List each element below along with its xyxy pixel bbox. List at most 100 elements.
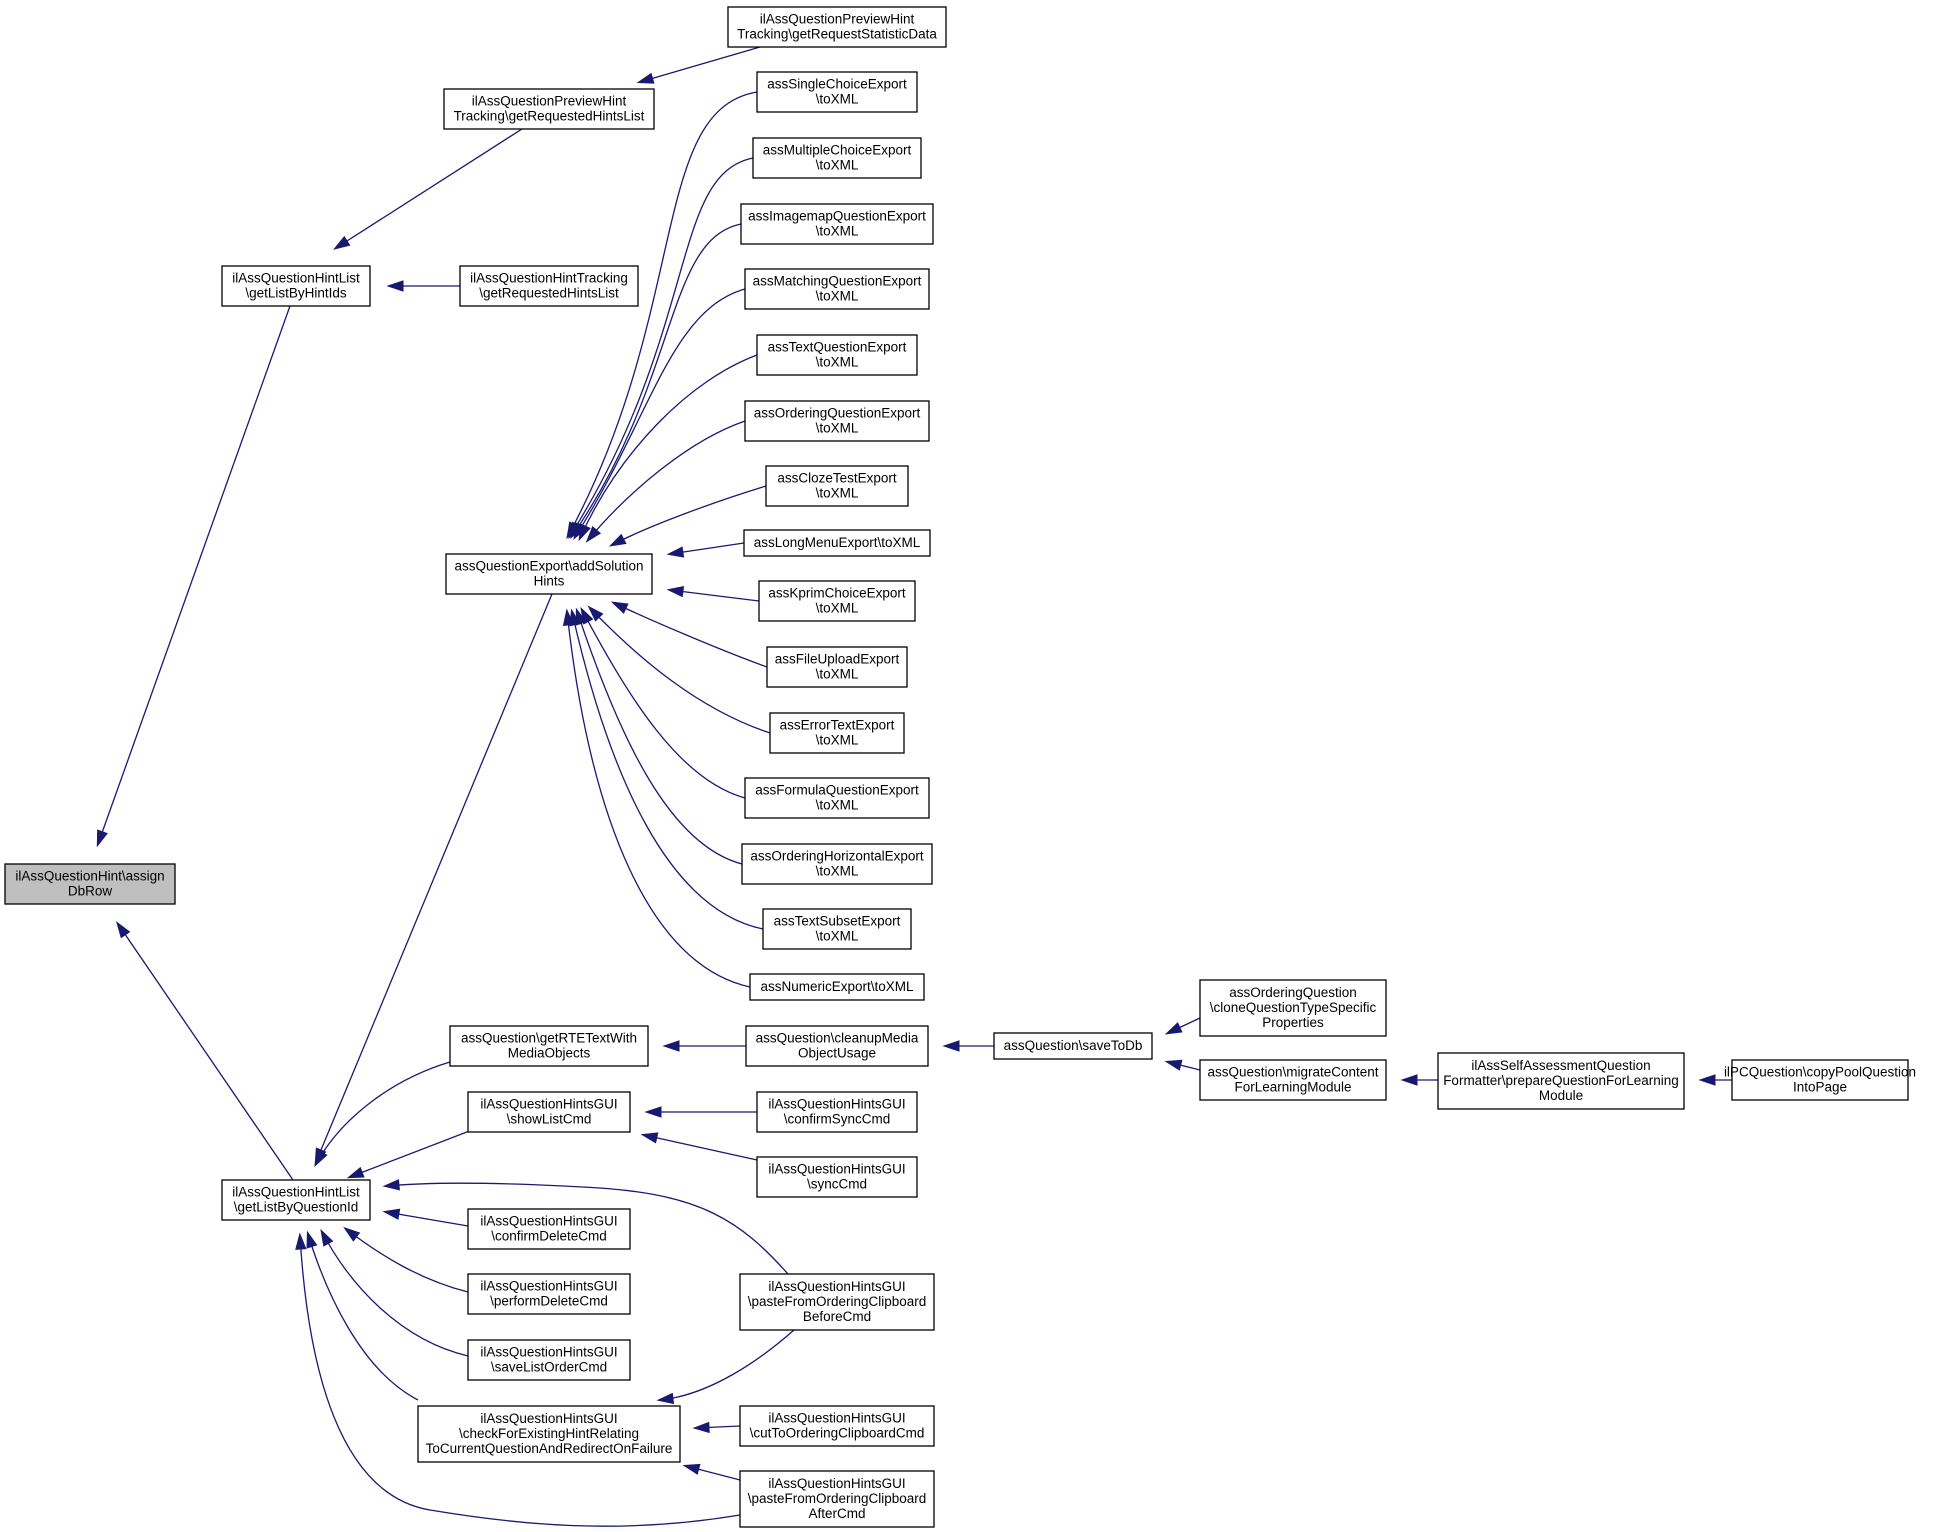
edge-line (611, 485, 767, 546)
edge-line (581, 609, 746, 799)
node-pht-requested[interactable]: ilAssQuestionPreviewHintTracking\getRequ… (443, 88, 655, 130)
node-box (744, 777, 930, 819)
node-ht-requested[interactable]: ilAssQuestionHintTracking\getRequestedHi… (459, 265, 639, 307)
edge-pcq_copy-to-saqf_prepare (1698, 1074, 1732, 1086)
node-hl-byhint[interactable]: ilAssQuestionHintList\getListByHintIds (221, 265, 371, 307)
node-pht-stat[interactable]: ilAssQuestionPreviewHintTracking\getRequ… (727, 6, 947, 48)
node-label-line: \toXML (816, 421, 859, 436)
node-gui-confirmdelete[interactable]: ilAssQuestionHintsGUI\confirmDeleteCmd (467, 1208, 631, 1250)
edge-gui_check-to-hl_byquestion (306, 1230, 419, 1401)
node-box (1199, 1059, 1387, 1101)
node-box (766, 646, 908, 688)
node-label-line: assTextQuestionExport (768, 340, 907, 355)
node-gui-sync[interactable]: ilAssQuestionHintsGUI\syncCmd (756, 1156, 918, 1198)
node-exp-matching[interactable]: assMatchingQuestionExport\toXML (744, 268, 930, 310)
node-label-line: \toXML (816, 355, 859, 370)
node-exp-text[interactable]: assTextQuestionExport\toXML (756, 334, 918, 376)
node-gui-check[interactable]: ilAssQuestionHintsGUI\checkForExistingHi… (417, 1405, 681, 1463)
node-label-line: ilAssQuestionPreviewHint (472, 94, 627, 109)
node-label-line: ilAssSelfAssessmentQuestion (1471, 1058, 1650, 1073)
node-label-line: ilAssQuestionHintsGUI (480, 1345, 617, 1360)
node-label-line: \toXML (816, 667, 859, 682)
node-box (744, 268, 930, 310)
edge-exp_numeric-to-qe_addsol (562, 608, 751, 988)
node-label-line: assQuestion\getRTETextWith (461, 1031, 637, 1046)
node-gui-showlist[interactable]: ilAssQuestionHintsGUI\showListCmd (467, 1091, 631, 1133)
node-label-line: ilAssQuestionHintsGUI (480, 1411, 617, 1426)
node-box (1437, 1052, 1685, 1110)
node-aoq-clone[interactable]: assOrderingQuestion\cloneQuestionTypeSpe… (1199, 979, 1387, 1037)
edge-line (574, 288, 746, 538)
node-box (739, 1470, 935, 1528)
node-gui-cut[interactable]: ilAssQuestionHintsGUI\cutToOrderingClipb… (739, 1405, 935, 1447)
node-exp-multi[interactable]: assMultipleChoiceExport\toXML (752, 137, 922, 179)
node-aq-savetodb[interactable]: assQuestion\saveToDb (993, 1032, 1153, 1060)
node-saqf-prepare[interactable]: ilAssSelfAssessmentQuestionFormatter\pre… (1437, 1052, 1685, 1110)
node-exp-cloze[interactable]: assClozeTestExport\toXML (765, 465, 909, 507)
node-gui-saveorder[interactable]: ilAssQuestionHintsGUI\saveListOrderCmd (467, 1339, 631, 1381)
node-label-line: assQuestion\cleanupMedia (756, 1031, 919, 1046)
node-exp-imagemap[interactable]: assImagemapQuestionExport\toXML (740, 203, 934, 245)
node-label-line: ilAssQuestionHintsGUI (480, 1214, 617, 1229)
node-label-line: assFormulaQuestionExport (755, 783, 919, 798)
edge-aoq_clone-to-aq_savetodb (1164, 1017, 1201, 1035)
node-box (1199, 979, 1387, 1037)
node-exp-errortext[interactable]: assErrorTextExport\toXML (769, 712, 905, 754)
edge-line (669, 589, 760, 602)
node-exp-fileupload[interactable]: assFileUploadExport\toXML (766, 646, 908, 688)
node-gui-pasteafter[interactable]: ilAssQuestionHintsGUI\pasteFromOrderingC… (739, 1470, 935, 1528)
arrowhead (578, 523, 591, 542)
node-aq-migrate[interactable]: assQuestion\migrateContentForLearningMod… (1199, 1059, 1387, 1101)
node-exp-kprim[interactable]: assKprimChoiceExport\toXML (758, 580, 916, 622)
arrowhead (320, 1228, 334, 1247)
edge-line (589, 607, 771, 734)
arrowhead (306, 1230, 318, 1249)
arrowhead (115, 921, 131, 939)
node-exp-numeric[interactable]: assNumericExport\toXML (749, 973, 925, 1001)
node-exp-single[interactable]: assSingleChoiceExport\toXML (756, 71, 918, 113)
node-gui-pastebefore[interactable]: ilAssQuestionHintsGUI\pasteFromOrderingC… (739, 1273, 935, 1331)
node-hl-byquestion[interactable]: ilAssQuestionHintList\getListByQuestionI… (221, 1179, 371, 1221)
node-exp-textsubset[interactable]: assTextSubsetExport\toXML (762, 908, 912, 950)
node-box (221, 1179, 371, 1221)
edge-gui_performdelete-to-hl_byquestion (343, 1226, 469, 1293)
arrowhead (942, 1040, 960, 1052)
arrowhead (666, 546, 685, 558)
arrowhead (332, 235, 351, 250)
arrowhead (1400, 1074, 1418, 1086)
node-label-line: \cutToOrderingClipboardCmd (750, 1426, 925, 1441)
edge-line (579, 354, 758, 539)
node-gui-confirmsync[interactable]: ilAssQuestionHintsGUI\confirmSyncCmd (756, 1091, 918, 1133)
node-gui-performdelete[interactable]: ilAssQuestionHintsGUI\performDeleteCmd (467, 1273, 631, 1315)
node-label-line: assKprimChoiceExport (768, 586, 906, 601)
node-label-line: ilAssQuestionPreviewHint (760, 12, 915, 27)
node-label-line: \getListByQuestionId (234, 1200, 359, 1215)
node-exp-ordering[interactable]: assOrderingQuestionExport\toXML (744, 400, 930, 442)
arrowhead (386, 280, 404, 292)
node-label-line: assLongMenuExport\toXML (754, 535, 921, 550)
arrowhead (1698, 1074, 1716, 1086)
arrowhead (562, 608, 575, 627)
node-label-line: assSingleChoiceExport (767, 77, 907, 92)
node-exp-longmenu[interactable]: assLongMenuExport\toXML (743, 529, 931, 557)
node-label-line: assMatchingQuestionExport (753, 274, 922, 289)
node-label-line: \checkForExistingHintRelating (459, 1426, 639, 1441)
node-label-line: \showListCmd (507, 1112, 592, 1127)
node-exp-formula[interactable]: assFormulaQuestionExport\toXML (744, 777, 930, 819)
edge-line (321, 1231, 469, 1357)
node-label-line: MediaObjects (508, 1046, 591, 1061)
node-exp-orderhoriz[interactable]: assOrderingHorizontalExport\toXML (741, 843, 933, 885)
node-label-line: ilAssQuestionHintsGUI (768, 1097, 905, 1112)
edge-exp_ordering-to-qe_addsol (585, 420, 746, 543)
arrowhead (1164, 1022, 1183, 1035)
arrowhead (314, 1149, 328, 1168)
node-label-line: assMultipleChoiceExport (763, 143, 912, 158)
edge-line (117, 923, 294, 1181)
